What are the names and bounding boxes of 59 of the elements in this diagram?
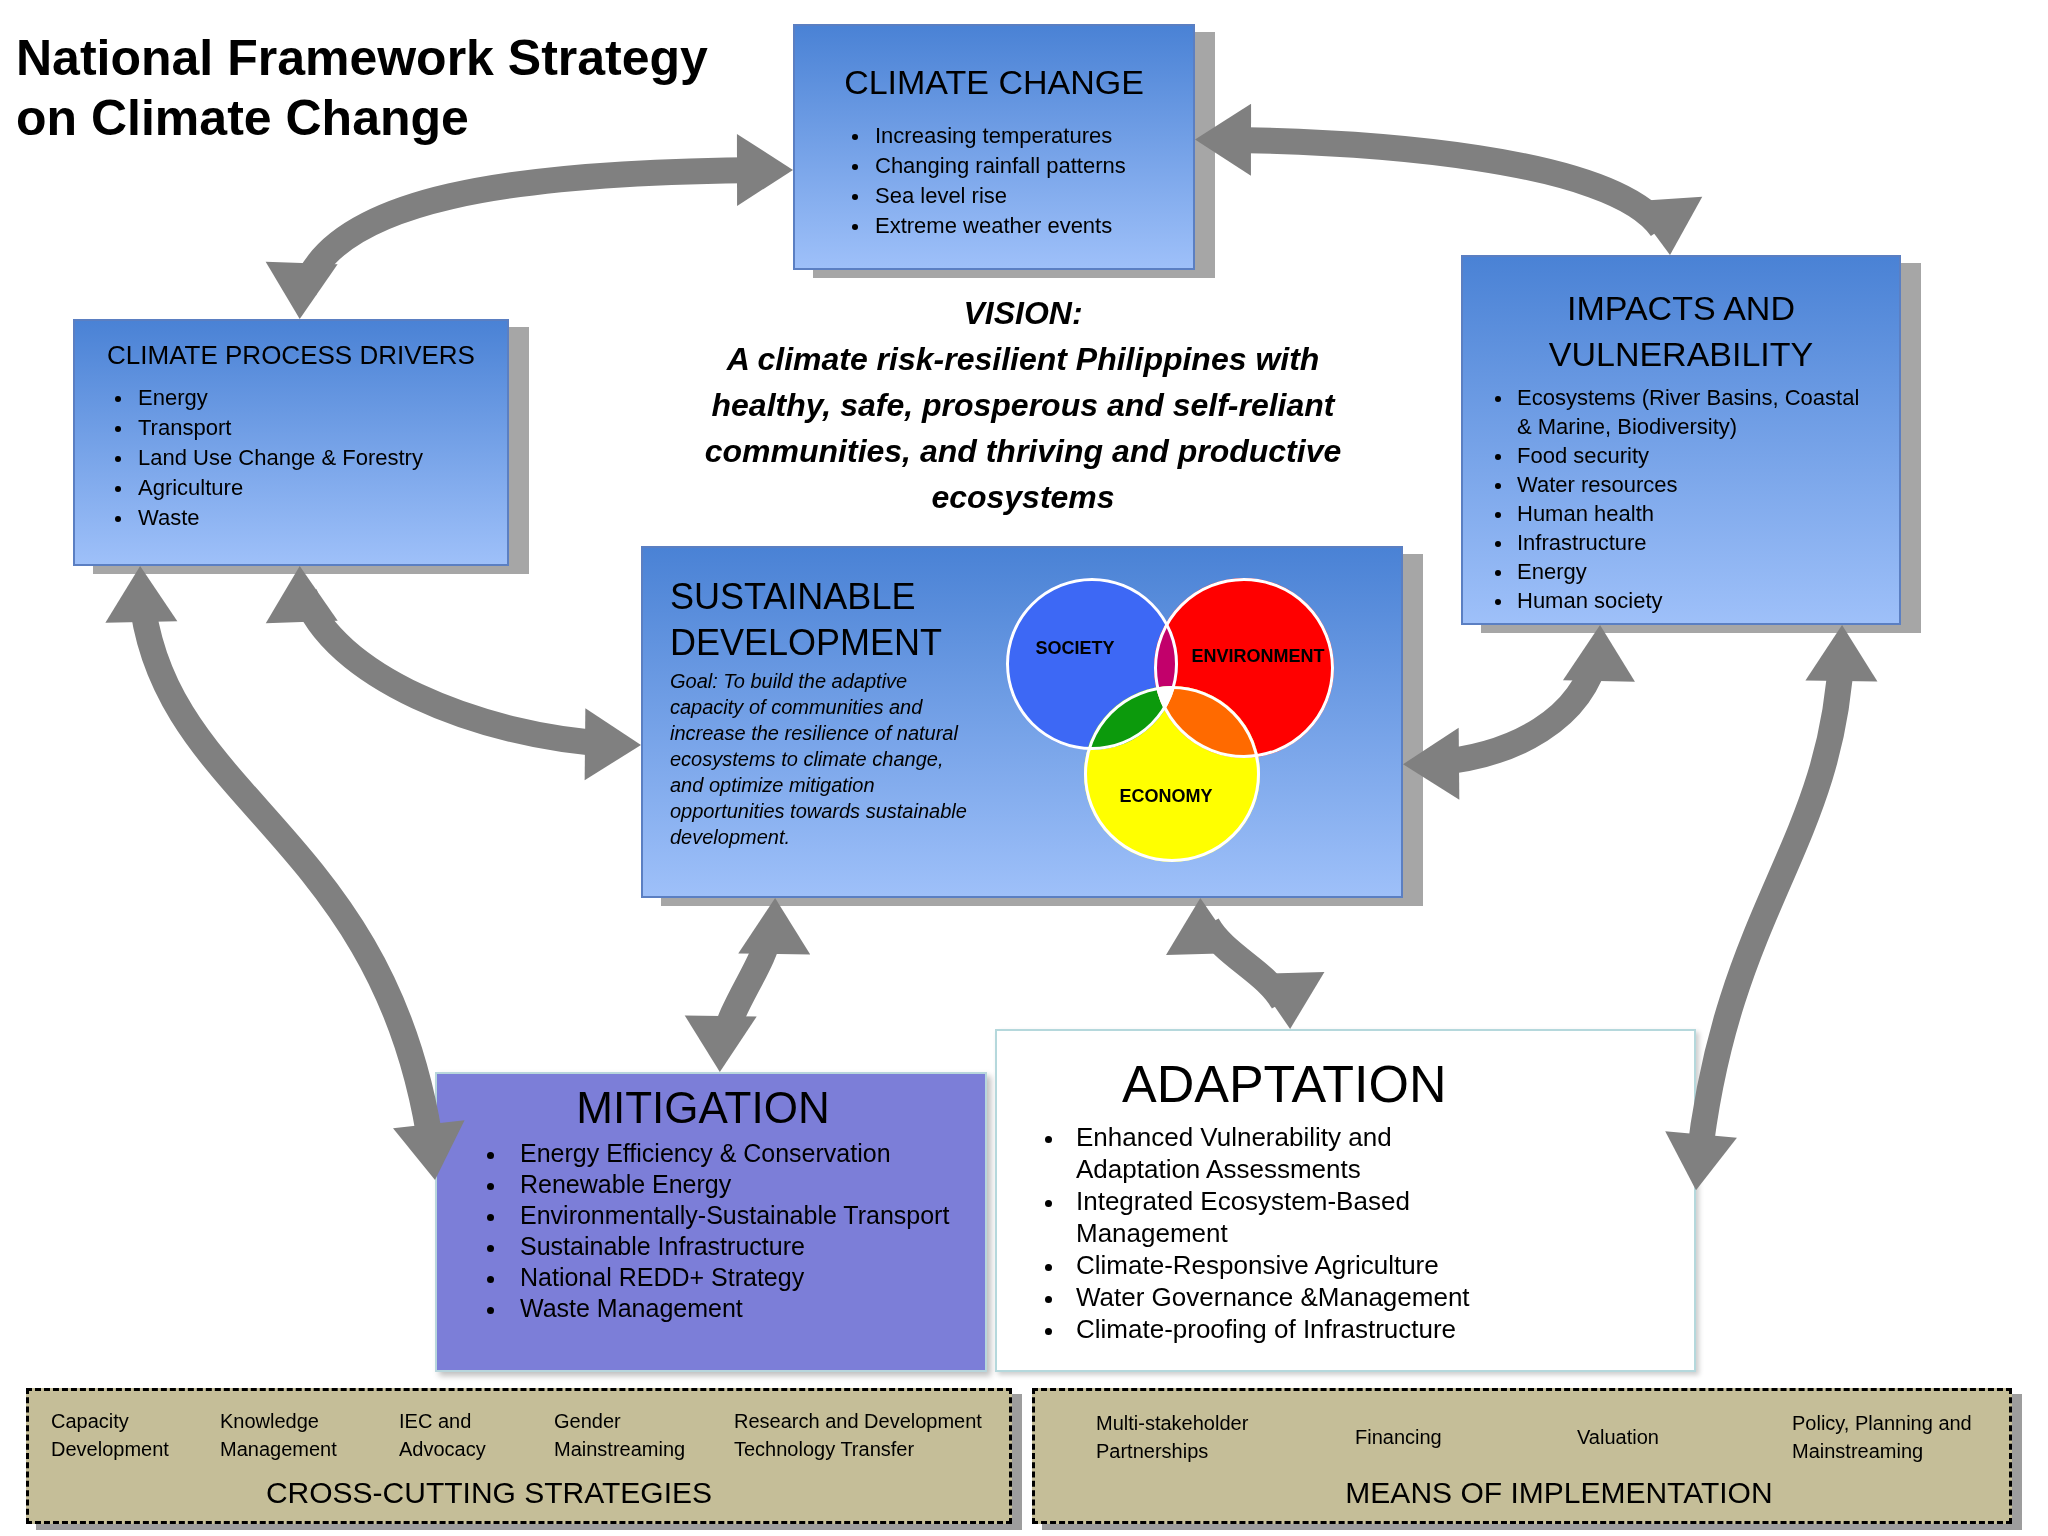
band-item: Policy, Planning and Mainstreaming <box>1792 1411 1973 1464</box>
list-item: Agriculture <box>138 474 244 502</box>
box-heading: MITIGATION <box>576 1082 830 1134</box>
box-heading: CLIMATE CHANGE <box>844 62 1144 103</box>
band-item: Valuation <box>1577 1425 1659 1450</box>
arrow <box>1665 624 1878 1192</box>
list-item: National REDD+ Strategy <box>520 1262 805 1293</box>
list-item: Waste Management <box>520 1293 743 1324</box>
arrow <box>1166 896 1325 1031</box>
box-heading: SUSTAINABLE DEVELOPMENT <box>670 575 944 665</box>
box-heading: CLIMATE PROCESS DRIVERS <box>107 339 475 372</box>
list-item: Human society <box>1517 587 1663 615</box>
arrow <box>684 897 811 1073</box>
band-item: IEC and Advocacy <box>399 1409 487 1462</box>
vision-heading: VISION: <box>963 294 1083 333</box>
list-item: Human health <box>1517 500 1654 528</box>
list-item: Climate-proofing of Infrastructure <box>1076 1313 1457 1345</box>
goal-text: Goal: To build the adaptive capacity of communities and increase the resilience of natural ecosystems to climate change, and optimize mitigation opportunities towards sustainable development. <box>670 669 968 850</box>
band-heading: CROSS-CUTTING STRATEGIES <box>265 1475 713 1511</box>
list-item: Energy <box>1517 558 1587 586</box>
band-item: Knowledge Management <box>220 1409 338 1462</box>
list-item: Water resources <box>1517 471 1678 499</box>
diagram-title: National Framework Strategy on Climate Change <box>16 29 709 148</box>
band-heading: MEANS OF IMPLEMENTATION <box>1345 1475 1773 1511</box>
venn-label: ECONOMY <box>1119 785 1213 807</box>
list-item: Enhanced Vulnerability and Adaptation Assessments <box>1076 1121 1393 1185</box>
list-item: Infrastructure <box>1517 529 1647 557</box>
list-item: Energy <box>138 384 208 412</box>
list-item: Changing rainfall patterns <box>875 152 1126 180</box>
list-item: Integrated Ecosystem-Based Management <box>1076 1185 1411 1249</box>
list-item: Environmentally-Sustainable Transport <box>520 1200 950 1231</box>
list-item: Transport <box>138 414 232 442</box>
list-item: Energy Efficiency & Conservation <box>520 1138 891 1169</box>
vision-statement: A climate risk-resilient Philippines with healthy, safe, prosperous and self-reliant communities, and thriving and productive ecosystems <box>703 340 1343 517</box>
list-item: Food security <box>1517 442 1650 470</box>
arrow <box>1402 623 1635 800</box>
list-item: Sea level rise <box>875 182 1008 210</box>
band-item: Financing <box>1355 1425 1442 1450</box>
list-item: Water Governance &Management <box>1076 1281 1470 1313</box>
list-item: Extreme weather events <box>875 212 1113 240</box>
band-item: Gender Mainstreaming <box>554 1409 687 1462</box>
list-item: Increasing temperatures <box>875 122 1113 150</box>
list-item: Ecosystems (River Basins, Coastal & Marine, Biodiversity) <box>1517 384 1861 441</box>
band-item: Multi-stakeholder Partnerships <box>1096 1411 1250 1464</box>
list-item: Climate-Responsive Agriculture <box>1076 1249 1439 1281</box>
box-heading: IMPACTS AND VULNERABILITY <box>1547 288 1815 375</box>
venn-label: ENVIRONMENT <box>1191 645 1325 667</box>
venn-label: SOCIETY <box>1035 637 1115 659</box>
list-box <box>435 1072 987 1372</box>
list-item: Land Use Change & Forestry <box>138 444 423 472</box>
band-item: Research and Development Technology Transfer <box>734 1409 983 1462</box>
box-heading: ADAPTATION <box>1122 1054 1447 1115</box>
list-item: Sustainable Infrastructure <box>520 1231 805 1262</box>
list-item: Waste <box>138 504 200 532</box>
arrow <box>265 564 642 781</box>
arrow <box>265 134 794 321</box>
band-item: Capacity Development <box>51 1409 170 1462</box>
list-item: Renewable Energy <box>520 1169 732 1200</box>
list-box <box>995 1029 1696 1372</box>
